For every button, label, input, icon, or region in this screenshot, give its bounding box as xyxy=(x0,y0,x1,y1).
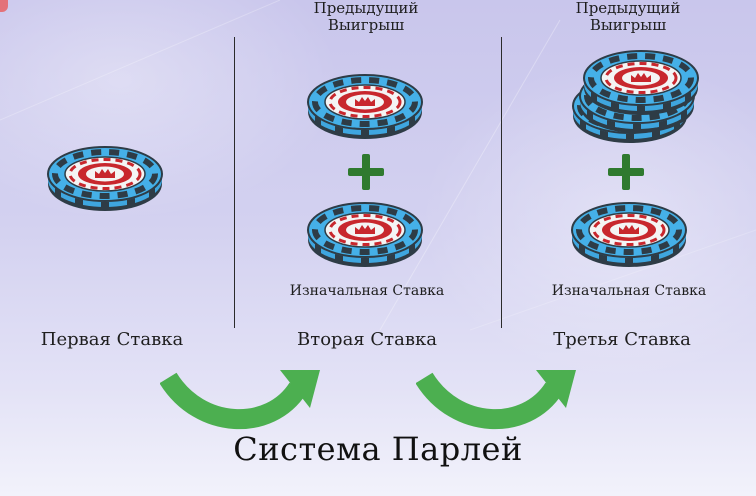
plus-icon xyxy=(348,154,384,190)
poker-chip-icon xyxy=(45,140,169,216)
previous-win-label: Предыдущий Выигрыш xyxy=(313,0,419,35)
poker-chip-icon xyxy=(305,68,429,144)
curved-arrow-icon xyxy=(416,370,576,429)
poker-chip-icon xyxy=(581,44,705,120)
column-divider xyxy=(501,37,502,328)
previous-win-label: Предыдущий Выигрыш xyxy=(575,0,681,35)
diagram-title: Система Парлей xyxy=(233,430,523,468)
column-title-third-bet: Третья Ставка xyxy=(553,329,691,350)
plus-icon xyxy=(608,154,644,190)
poker-chip-icon xyxy=(569,196,693,272)
poker-chip-icon xyxy=(305,196,429,272)
column-title-first-bet: Первая Ставка xyxy=(40,329,184,350)
initial-bet-caption: Изначальная Ставка xyxy=(551,283,707,299)
curved-arrow-icon xyxy=(160,370,320,429)
initial-bet-caption: Изначальная Ставка xyxy=(289,283,445,299)
column-title-second-bet: Вторая Ставка xyxy=(297,329,437,350)
corner-decoration xyxy=(0,0,8,12)
column-divider xyxy=(234,37,235,328)
